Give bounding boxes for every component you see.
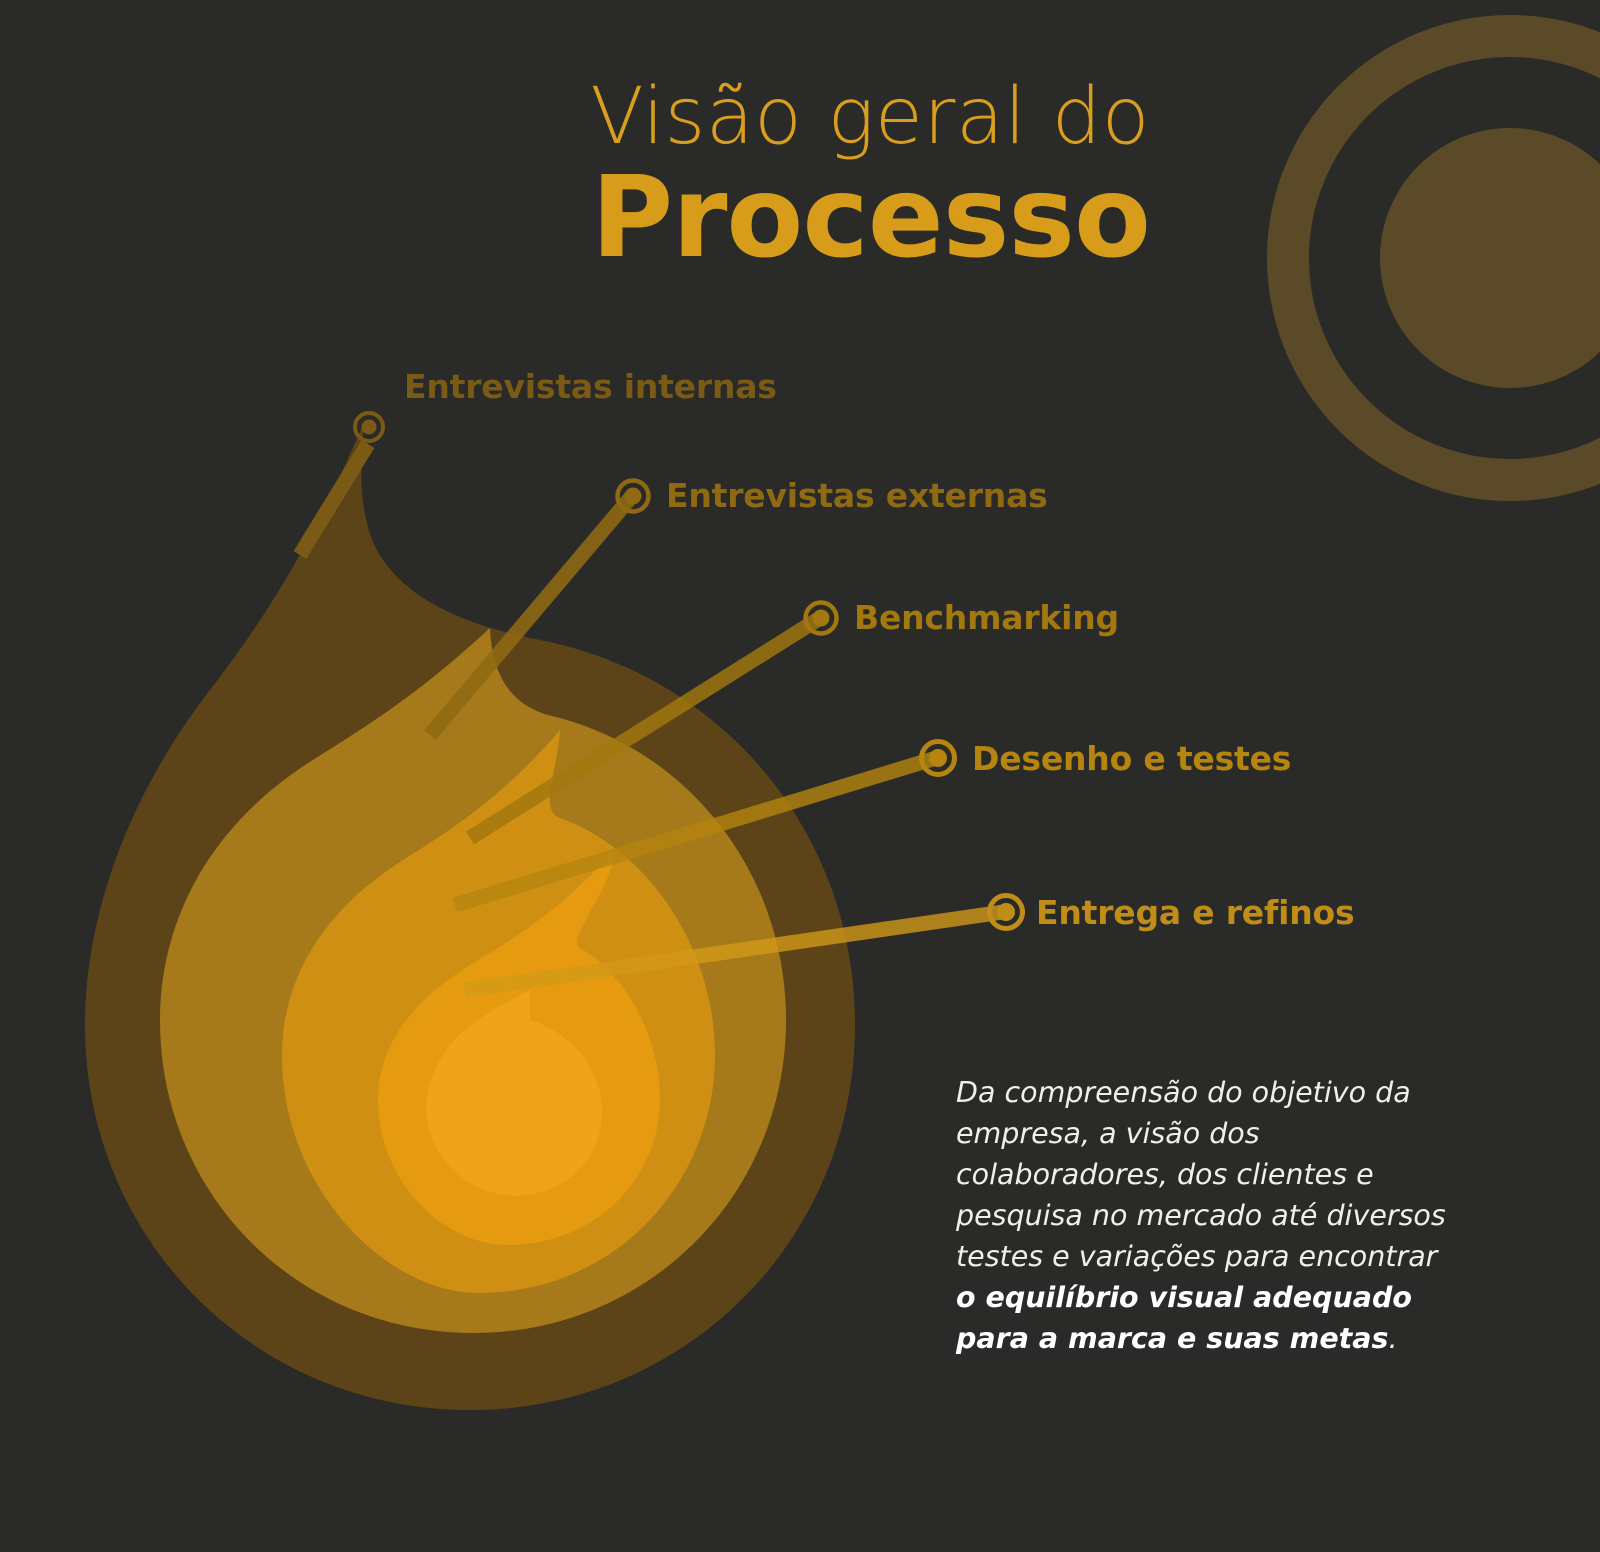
step-item-desenho-e-testes[interactable]: Desenho e testes [918,738,1291,778]
description-plain-1: Da compreensão do objetivo da empresa, a… [956,1075,1446,1273]
description-paragraph: Da compreensão do objetivo da empresa, a… [956,1072,1446,1359]
description-plain-2: . [1388,1321,1398,1355]
target-ring-icon [803,599,839,636]
step-label-text: Benchmarking [854,598,1119,637]
target-ring-icon [987,893,1025,931]
nested-spiral-diagram [85,420,855,1410]
step-item-entrevistas-internas[interactable]: Entrevistas internas [352,367,777,446]
step-label-text: Entrevistas internas [404,367,777,406]
target-ring-icon [353,410,385,443]
step-item-entrega-e-refinos[interactable]: Entrega e refinos [986,892,1355,932]
page-title: Visão geral do Processo [0,72,1151,283]
spiral-layer-5-core [426,990,603,1196]
step-label-text: Entrega e refinos [1036,892,1355,932]
step-item-benchmarking[interactable]: Benchmarking [802,598,1119,637]
step-label-text: Entrevistas externas [666,476,1048,515]
title-line-2: Processo [591,153,1151,283]
step-item-entrevistas-externas[interactable]: Entrevistas externas [614,476,1048,515]
concentric-rings-decoration [1267,15,1600,501]
description-emphasis: o equilíbrio visual adequado para a marc… [956,1280,1412,1355]
step-label-text: Desenho e testes [972,738,1292,778]
target-ring-icon [615,477,651,514]
target-ring-icon [919,739,957,777]
title-line-1: Visão geral do [590,72,1150,162]
